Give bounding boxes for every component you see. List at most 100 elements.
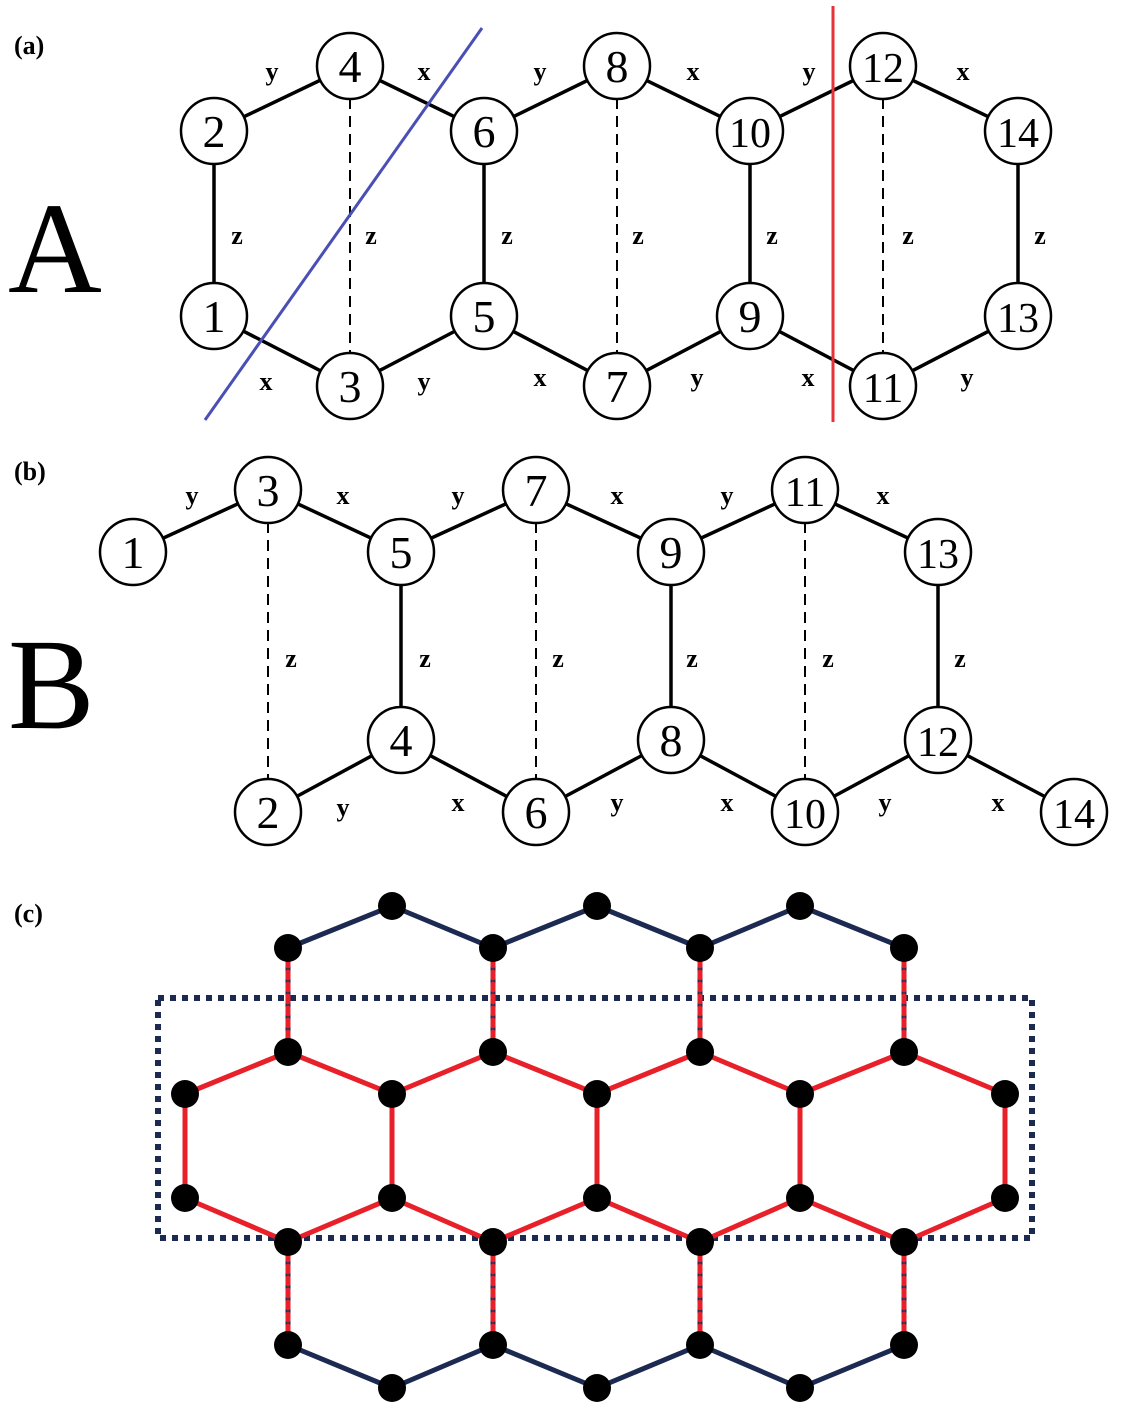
- panel-b-label: (b): [14, 457, 46, 486]
- lattice-node: [786, 1184, 814, 1212]
- node-b-10-label: 10: [784, 792, 826, 838]
- node-a-9: [715, 281, 785, 351]
- bond-a-y-2-4: y: [266, 57, 279, 86]
- node-a-10-label: 10: [729, 111, 771, 157]
- panel-b-big-letter: B: [8, 613, 95, 757]
- panel-a-nodes: [179, 31, 1053, 421]
- lattice-node: [171, 1080, 199, 1108]
- lattice-edge-inner-lower: [697, 1195, 803, 1245]
- lattice-node: [686, 1331, 714, 1359]
- lattice-node: [786, 1080, 814, 1108]
- node-a-7: [582, 351, 652, 421]
- node-a-4-label: 4: [339, 41, 362, 92]
- bond-b-z-2-3: z: [285, 644, 297, 673]
- node-a-5-label: 5: [473, 291, 496, 342]
- node-a-11: [848, 351, 918, 421]
- lattice-edge-top: [594, 903, 703, 951]
- node-b-9-label: 9: [660, 527, 683, 578]
- lattice-edge-inner-upper: [285, 1049, 395, 1097]
- lattice-edge-bottom: [389, 1342, 496, 1391]
- lattice-edge-inner-lower: [389, 1195, 496, 1245]
- panel-c: (c): [14, 892, 1035, 1402]
- node-b-14-label: 14: [1053, 792, 1095, 838]
- node-b-13-label: 13: [917, 532, 959, 578]
- lattice-node: [378, 1184, 406, 1212]
- lattice-node: [479, 1228, 507, 1256]
- bond-b-z-6-7: z: [552, 644, 564, 673]
- node-a-1: [179, 281, 249, 351]
- node-a-12: [848, 31, 918, 101]
- lattice-node: [583, 1080, 611, 1108]
- node-a-3-label: 3: [339, 361, 362, 412]
- lattice-node: [171, 1184, 199, 1212]
- node-b-1-label: 1: [122, 527, 145, 578]
- bond-a-x-4-6: x: [418, 57, 431, 86]
- lattice-node: [786, 892, 814, 920]
- bond-a-y-11-13: y: [961, 363, 974, 392]
- node-b-11-label: 11: [785, 470, 825, 516]
- bond-a-x-8-10: x: [687, 57, 700, 86]
- bond-b-x-4-6: x: [452, 788, 465, 817]
- node-b-6: [501, 777, 571, 847]
- node-a-6: [449, 96, 519, 166]
- lattice-edge-bottom: [285, 1342, 395, 1391]
- node-b-14: [1039, 777, 1109, 847]
- lattice-node: [378, 1080, 406, 1108]
- node-b-1: [98, 517, 168, 587]
- lattice-edge-top: [797, 903, 907, 951]
- lattice-edge-top: [389, 903, 496, 951]
- bond-a-x-9-11: x: [802, 363, 815, 392]
- node-b-12: [903, 705, 973, 775]
- lattice-edge-inner-upper: [901, 1049, 1008, 1097]
- lattice-edge-top: [285, 903, 395, 951]
- bond-b-z-8-9: z: [686, 644, 698, 673]
- panel-a-dashed-edges: [349, 98, 884, 354]
- node-a-10: [715, 96, 785, 166]
- node-b-8-label: 8: [660, 715, 683, 766]
- panel-b: (b) B: [8, 455, 1109, 847]
- lattice-node: [583, 1184, 611, 1212]
- bond-b-y-10-12: y: [879, 788, 892, 817]
- lattice-edge-inner-lower: [490, 1195, 600, 1245]
- panel-b-nodes: [98, 455, 1109, 847]
- panel-a-bond-labels: y x y x y x z z z z z z z x y x y x y: [231, 57, 1046, 396]
- node-b-3: [233, 455, 303, 525]
- lattice-node: [583, 892, 611, 920]
- node-a-8: [582, 31, 652, 101]
- bond-b-x-8-10: x: [721, 788, 734, 817]
- bond-a-z-1-2: z: [231, 221, 243, 250]
- lattice-edge-inner-upper: [797, 1049, 907, 1097]
- node-b-4: [366, 705, 436, 775]
- node-b-5-label: 5: [390, 527, 413, 578]
- node-a-2: [179, 96, 249, 166]
- bond-b-x-12-14: x: [992, 788, 1005, 817]
- lattice-edge-bottom: [797, 1342, 907, 1391]
- node-a-11-label: 11: [863, 366, 903, 412]
- bond-b-y-2-4: y: [337, 793, 350, 822]
- panel-a: (a) A: [8, 6, 1053, 422]
- node-a-5: [449, 281, 519, 351]
- cut-line-diagonal: [203, 27, 484, 421]
- lattice-node: [274, 1331, 302, 1359]
- lattice-edge-inner-upper: [697, 1049, 803, 1097]
- lattice-edge-bottom: [594, 1342, 703, 1391]
- lattice-node: [686, 1038, 714, 1066]
- panel-a-label: (a): [14, 31, 44, 60]
- node-b-2: [233, 777, 303, 847]
- bond-b-y-5-7: y: [452, 481, 465, 510]
- lattice-edge-top: [490, 903, 600, 951]
- bond-b-x-11-13: x: [877, 481, 890, 510]
- node-a-1-label: 1: [203, 291, 226, 342]
- bond-a-z-3-4: z: [365, 221, 377, 250]
- node-b-10: [770, 777, 840, 847]
- lattice-edge-top: [697, 903, 803, 951]
- node-b-3-label: 3: [257, 465, 280, 516]
- node-a-7-label: 7: [606, 361, 629, 412]
- lattice-node: [991, 1184, 1019, 1212]
- node-b-6-label: 6: [525, 787, 548, 838]
- node-b-12-label: 12: [917, 720, 959, 766]
- lattice-edge-inner-upper: [389, 1049, 496, 1097]
- node-b-7: [501, 455, 571, 525]
- lattice-node: [378, 892, 406, 920]
